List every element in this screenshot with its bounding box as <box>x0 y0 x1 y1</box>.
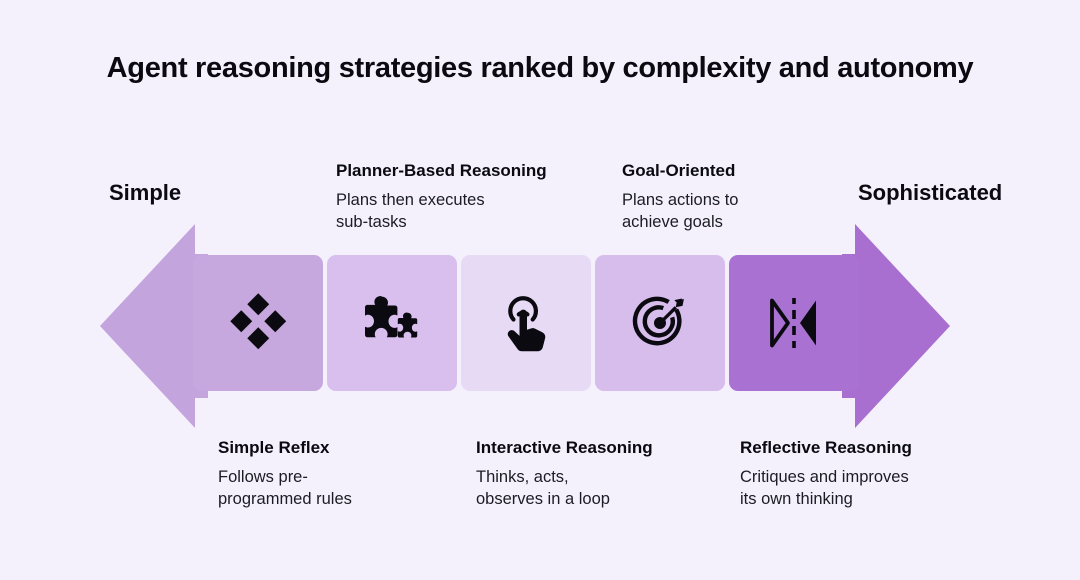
callout-description-line2: observes in a loop <box>476 490 610 509</box>
callout-description-line2: sub-tasks <box>336 213 407 232</box>
callout-reflective-reasoning: Reflective Reasoning Critiques and impro… <box>740 437 1010 511</box>
callout-description-line1: Follows pre- <box>218 468 308 487</box>
stage-tile-reflective-reasoning[interactable] <box>729 255 859 391</box>
right-arrowhead-icon <box>855 224 950 428</box>
stage-tile-goal-oriented[interactable] <box>595 255 725 391</box>
callout-description: Plans then executes sub-tasks <box>336 190 606 234</box>
target-arrow-icon <box>632 296 684 346</box>
callout-description: Critiques and improves its own thinking <box>740 467 1010 511</box>
left-arrowhead-icon <box>100 224 195 428</box>
callout-description-line1: Plans then executes <box>336 191 485 210</box>
callout-description-line2: achieve goals <box>622 213 723 232</box>
callout-description-line1: Plans actions to <box>622 191 739 210</box>
diamond-cluster-icon <box>230 293 287 350</box>
mirror-reflect-icon <box>770 298 816 348</box>
stage-tile-simple-reflex[interactable] <box>193 255 323 391</box>
callout-description-line2: programmed rules <box>218 490 352 509</box>
axis-label-simple: Simple <box>109 180 182 205</box>
callout-heading: Goal-Oriented <box>622 161 736 180</box>
callout-description-line2: its own thinking <box>740 490 853 509</box>
callout-description-line1: Thinks, acts, <box>476 468 569 487</box>
callout-description: Follows pre- programmed rules <box>218 467 468 511</box>
puzzle-pieces-icon <box>365 296 418 338</box>
callout-description: Plans actions to achieve goals <box>622 190 852 234</box>
tap-gesture-icon <box>507 296 546 352</box>
callout-interactive-reasoning: Interactive Reasoning Thinks, acts, obse… <box>476 437 736 511</box>
callout-heading: Reflective Reasoning <box>740 438 912 457</box>
callout-description-line1: Critiques and improves <box>740 468 909 487</box>
axis-label-sophisticated: Sophisticated <box>858 180 1003 205</box>
stage-tile-interactive-reasoning[interactable] <box>461 255 591 391</box>
page-title: Agent reasoning strategies ranked by com… <box>106 52 974 84</box>
callout-heading: Simple Reflex <box>218 438 330 457</box>
callout-description: Thinks, acts, observes in a loop <box>476 467 736 511</box>
callout-heading: Interactive Reasoning <box>476 438 653 457</box>
stage-tile-row <box>193 255 859 391</box>
callout-heading: Planner-Based Reasoning <box>336 161 547 180</box>
callout-simple-reflex: Simple Reflex Follows pre- programmed ru… <box>218 437 468 511</box>
stage-tile-planner-based-reasoning[interactable] <box>327 255 457 391</box>
callout-planner-based-reasoning: Planner-Based Reasoning Plans then execu… <box>336 160 606 234</box>
callout-goal-oriented: Goal-Oriented Plans actions to achieve g… <box>622 160 852 234</box>
